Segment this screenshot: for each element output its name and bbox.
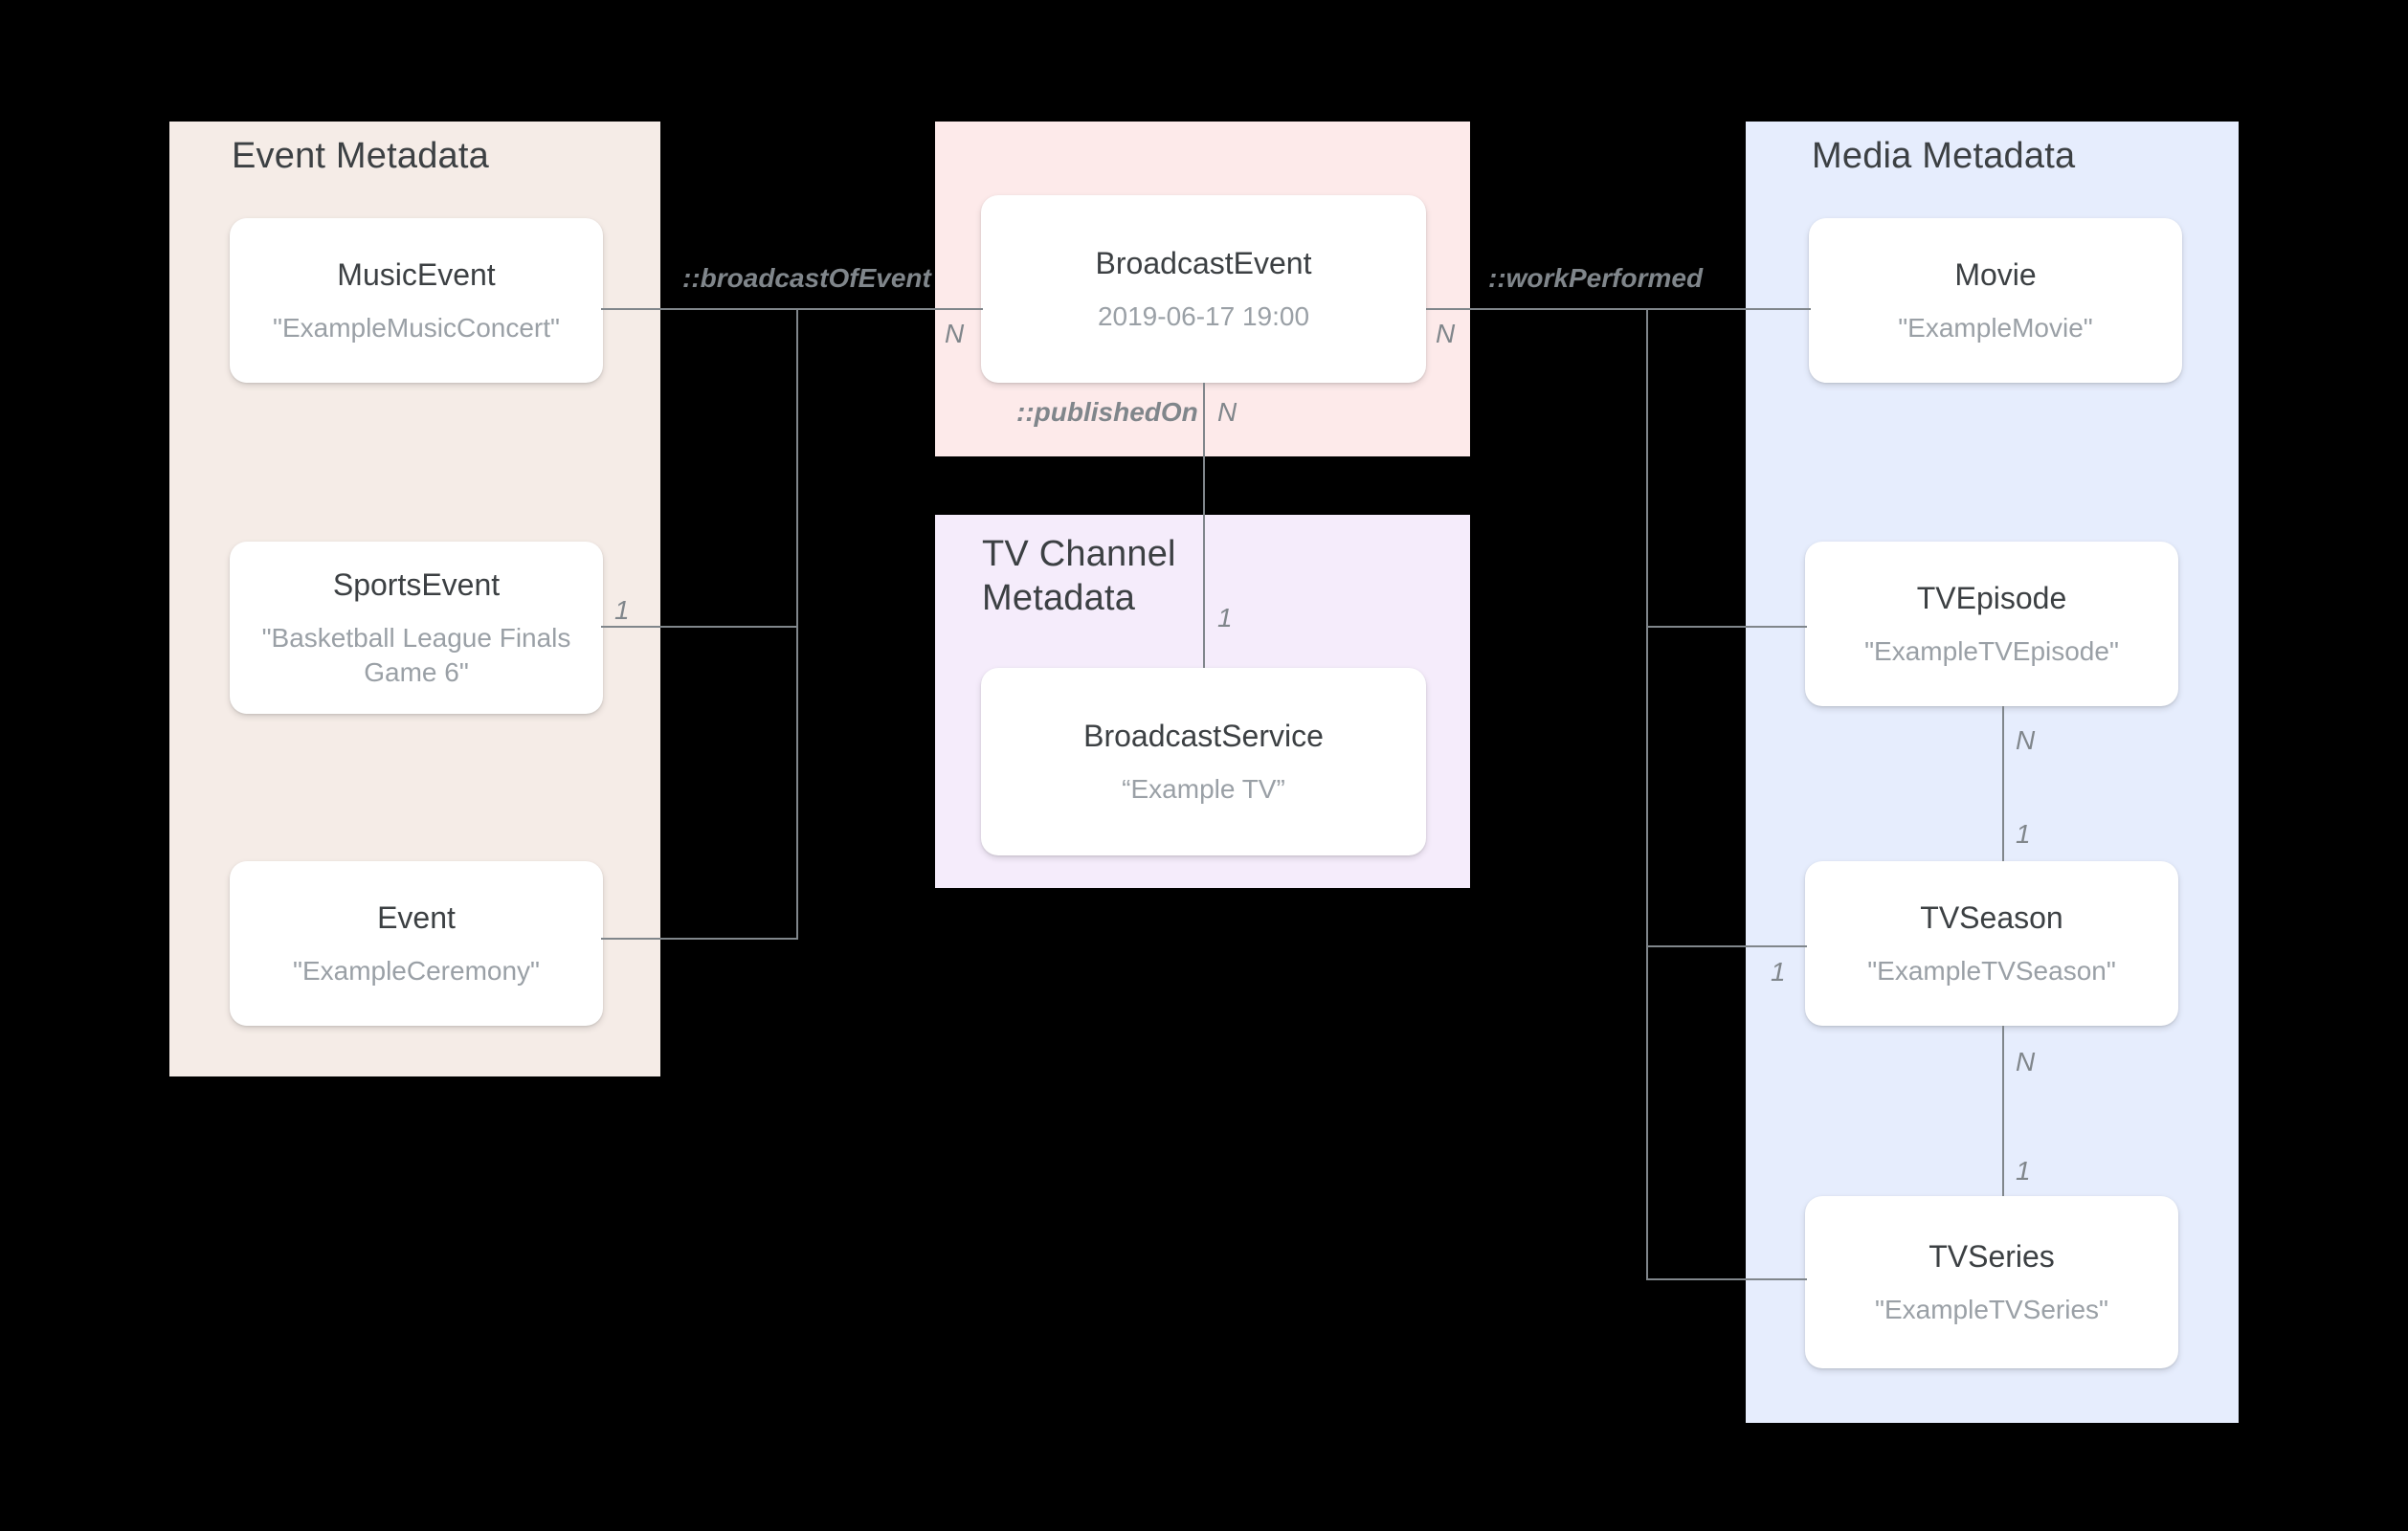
connector-bus-to-broadcastevent [796, 308, 983, 310]
connector-event-stub [601, 938, 798, 940]
card-movie-title: Movie [1954, 256, 2037, 292]
card-tvseries-title: TVSeries [1929, 1238, 2055, 1274]
card-broadcastevent-value: 2019-06-17 19:00 [1097, 300, 1310, 331]
card-musicevent-value: "ExampleMusicConcert" [273, 312, 560, 343]
card-musicevent-title: MusicEvent [337, 256, 496, 292]
panel-media-metadata-title: Media Metadata [1812, 136, 2076, 176]
card-tvseason-title: TVSeason [1920, 899, 2063, 935]
card-sportsevent-value: "Basketball League Finals Game 6" [261, 622, 571, 687]
connector-tvseason-tvseries [2002, 1026, 2004, 1196]
card-tvseason[interactable]: TVSeason "ExampleTVSeason" [1805, 861, 2178, 1026]
card-broadcastevent[interactable]: BroadcastEvent 2019-06-17 19:00 [981, 195, 1426, 383]
connector-sportsevent-stub [601, 626, 798, 628]
cardinality-tvseries-one: 1 [2016, 1156, 2031, 1186]
connector-tvseries-stub [1646, 1278, 1807, 1280]
card-movie-value: "ExampleMovie" [1898, 312, 2093, 343]
cardinality-tvseason-top-one: 1 [2016, 819, 2031, 849]
label-published-on: ::publishedOn [1016, 397, 1198, 427]
card-broadcastservice-title: BroadcastService [1083, 718, 1324, 753]
cardinality-broadcastevent-bottom: N [1217, 397, 1237, 427]
cardinality-broadcastservice: 1 [1217, 603, 1233, 632]
cardinality-sportsevent: 1 [614, 595, 630, 625]
card-broadcastservice-value: “Example TV” [1122, 773, 1285, 804]
card-tvseries[interactable]: TVSeries "ExampleTVSeries" [1805, 1196, 2178, 1368]
connector-publishedon [1203, 383, 1205, 668]
connector-tvepisode-tvseason [2002, 706, 2004, 861]
card-event-title: Event [377, 899, 456, 935]
connector-musicevent-stub [601, 308, 798, 310]
card-tvepisode-value: "ExampleTVEpisode" [1864, 635, 2119, 666]
card-sportsevent-title: SportsEvent [332, 566, 501, 602]
cardinality-tvepisode-n: N [2016, 725, 2036, 755]
connector-broadcastevent-right-stub [1426, 308, 1646, 310]
card-broadcastevent-title: BroadcastEvent [1095, 245, 1312, 280]
card-tvepisode[interactable]: TVEpisode "ExampleTVEpisode" [1805, 542, 2178, 706]
cardinality-tvseason-n: N [2016, 1047, 2036, 1076]
cardinality-broadcastevent-right: N [1436, 319, 1456, 348]
connector-tvepisode-stub [1646, 626, 1807, 628]
connector-media-bus [1646, 308, 1648, 1278]
card-sportsevent[interactable]: SportsEvent "Basketball League Finals Ga… [230, 542, 603, 714]
label-broadcast-of-event: ::broadcastOfEvent [682, 263, 931, 293]
cardinality-tvseason-left-one: 1 [1771, 957, 1786, 987]
card-tvseason-value: "ExampleTVSeason" [1867, 955, 2116, 986]
connector-tvseason-stub [1646, 945, 1807, 947]
card-tvseries-value: "ExampleTVSeries" [1875, 1294, 2108, 1324]
connector-movie-stub [1646, 308, 1811, 310]
panel-event-metadata-title: Event Metadata [232, 136, 489, 176]
cardinality-broadcastevent-left: N [945, 319, 965, 348]
connector-event-bus [796, 308, 798, 938]
panel-tv-channel-metadata-title: TV Channel Metadata [982, 534, 1176, 619]
label-work-performed: ::workPerformed [1488, 263, 1704, 293]
card-tvepisode-title: TVEpisode [1916, 580, 2067, 615]
card-musicevent[interactable]: MusicEvent "ExampleMusicConcert" [230, 218, 603, 383]
card-movie[interactable]: Movie "ExampleMovie" [1809, 218, 2182, 383]
card-broadcastservice[interactable]: BroadcastService “Example TV” [981, 668, 1426, 855]
card-event[interactable]: Event "ExampleCeremony" [230, 861, 603, 1026]
card-event-value: "ExampleCeremony" [293, 955, 540, 986]
